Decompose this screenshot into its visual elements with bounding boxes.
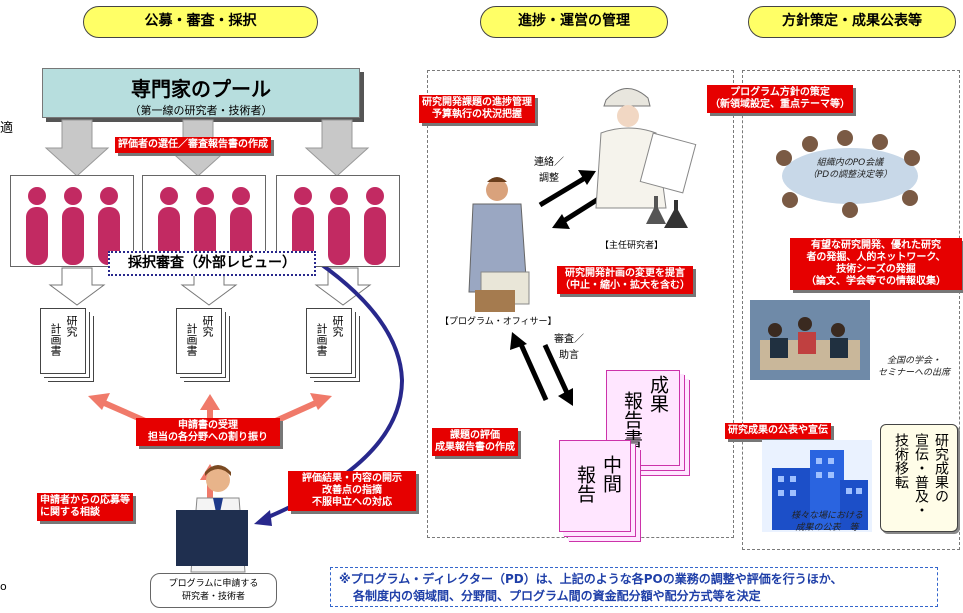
- contact-l1: 連絡／: [534, 157, 564, 168]
- consult-l1: 申請者からの応募等: [40, 495, 130, 506]
- principal-investigator-figure: [595, 88, 697, 228]
- results-label: 様々な場における 成果の公表 等: [772, 510, 882, 534]
- po-meeting-l2: （PDの調整決定等）: [807, 170, 893, 180]
- reviewers-icon-2: [158, 187, 252, 265]
- advise-l1: 審査／: [554, 334, 584, 345]
- doc-text-l1: 研究: [331, 315, 344, 337]
- footnote-l1: ※プログラム・ディレクター（PD）は、上記のような各POの業務の調整や評価を行う…: [339, 572, 843, 586]
- plan-change-label: 研究開発計画の変更を提言 （中止・縮小・拡大を含む）: [557, 266, 693, 294]
- applicant-l2: 研究者・技術者: [181, 592, 245, 602]
- doc-text-l2: 計画書: [49, 323, 62, 356]
- pool-title: 専門家のプール: [131, 77, 271, 101]
- final-report-l1: 成果: [647, 375, 669, 413]
- po-meeting-illustration: [776, 130, 920, 218]
- po-meeting-label: 組織内のPO会議 （PDの調整決定等）: [795, 157, 905, 181]
- consult-l2: に関する相談: [40, 507, 100, 518]
- expert-pool: 専門家のプール （第一線の研究者・技術者）: [42, 68, 360, 118]
- discover-l1: 有望な研究開発、優れた研究: [811, 240, 941, 251]
- doc-text-l2: 計画書: [185, 323, 198, 356]
- disclose-l1: 評価結果・内容の開示: [302, 473, 402, 484]
- header-recruitment: 公募・審査・採択: [83, 6, 318, 38]
- interim-l2: 報告: [574, 465, 596, 503]
- discover-l3: 技術シーズの発掘: [836, 264, 916, 275]
- progress-l1: 研究開発課題の進捗管理: [422, 97, 532, 108]
- doc-text-l1: 研究: [201, 315, 214, 337]
- publish-label: 研究成果の公表や宣伝: [725, 423, 831, 439]
- buildings-illustration: [762, 440, 872, 532]
- conference-photo: [750, 300, 870, 380]
- advise-label: 審査／ 助言: [554, 332, 584, 364]
- consult-label: 申請者からの応募等 に関する相談: [37, 493, 133, 521]
- conference-label: 全国の学会・ セミナーへの出席: [868, 355, 960, 379]
- disclose-l3: 不服申立への対応: [312, 497, 392, 508]
- po-meeting-l1: 組織内のPO会議: [816, 158, 884, 168]
- tech-l2: 宣伝・普及・: [913, 433, 929, 517]
- tech-transfer-scroll: 研究成果の 宣伝・普及・ 技術移転: [880, 424, 958, 532]
- results-l2: 成果の公表 等: [795, 523, 859, 533]
- progress-management-label: 研究開発課題の進捗管理 予算執行の状況把握: [419, 95, 535, 123]
- pool-arrow-1: [44, 119, 110, 177]
- left-edge-char-2: o: [0, 580, 7, 593]
- header-progress: 進捗・運営の管理: [480, 6, 668, 38]
- applicant-l1: プログラムに申請する: [168, 579, 259, 589]
- contact-l2: 調整: [539, 173, 559, 184]
- research-plan-doc-3: 研究 計画書: [306, 308, 352, 374]
- program-officer-figure: [468, 177, 530, 312]
- interim-l1: 中間: [600, 455, 622, 493]
- reviewers-icon-3: [292, 187, 386, 265]
- research-plan-doc-2: 研究 計画書: [176, 308, 222, 374]
- final-report-doc: 成果 報告書: [606, 370, 680, 466]
- tech-l3: 技術移転: [893, 433, 909, 489]
- policy-l2: （新領域設定、重点テーマ等）: [710, 99, 850, 110]
- advise-l2: 助言: [559, 350, 579, 361]
- conference-l1: 全国の学会・: [886, 356, 941, 366]
- eval-l2: 成果報告書の作成: [435, 442, 515, 453]
- evaluation-label: 課題の評価 成果報告書の作成: [432, 428, 518, 456]
- interim-report-doc: 中間 報告: [559, 440, 631, 532]
- tech-l1: 研究成果の: [933, 433, 949, 503]
- discovery-label: 有望な研究開発、優れた研究 者の発掘、人的ネットワーク、 技術シーズの発掘 （論…: [790, 238, 962, 290]
- policy-l1: プログラム方針の策定: [730, 87, 830, 98]
- change-l2: （中止・縮小・拡大を含む）: [560, 280, 690, 291]
- footnote-l2: 各制度内の領域間、分野間、プログラム間の資金配分額や配分方式等を決定: [353, 589, 761, 603]
- reviewers-icon-1: [26, 187, 120, 265]
- conference-l2: セミナーへの出席: [877, 368, 950, 378]
- external-review-label: 採択審査（外部レビュー）: [108, 251, 316, 276]
- disclose-l2: 改善点の指摘: [322, 485, 382, 496]
- discover-l4: （論文、学会等での情報収集）: [806, 276, 946, 287]
- receipt-l1: 申請書の受理: [178, 420, 238, 431]
- pd-footnote: ※プログラム・ディレクター（PD）は、上記のような各POの業務の調整や評価を行う…: [330, 567, 938, 607]
- results-l1: 様々な場における: [790, 511, 863, 521]
- doc-text-l1: 研究: [65, 315, 78, 337]
- change-l1: 研究開発計画の変更を提言: [565, 268, 685, 279]
- eval-l1: 課題の評価: [450, 430, 500, 441]
- reviewer-select-label: 評価者の選任／審査報告書の作成: [115, 137, 271, 153]
- contact-coordinate-label: 連絡／ 調整: [534, 155, 564, 187]
- research-plan-doc-1: 研究 計画書: [40, 308, 86, 374]
- receipt-label: 申請書の受理 担当の各分野への割り振り: [136, 418, 280, 446]
- pi-label: 【主任研究者】: [600, 241, 664, 251]
- pool-arrow-3: [304, 119, 370, 177]
- pool-subtitle: （第一線の研究者・技術者）: [129, 104, 273, 117]
- po-label: 【プログラム・オフィサー】: [440, 317, 557, 327]
- final-report-l2: 報告書: [621, 391, 643, 448]
- applicant-desk: [176, 510, 248, 566]
- applicant-label: プログラムに申請する 研究者・技術者: [150, 573, 277, 608]
- left-edge-char: 適: [0, 121, 14, 136]
- discover-l2: 者の発掘、人的ネットワーク、: [806, 252, 946, 263]
- policy-formulation-label: プログラム方針の策定 （新領域設定、重点テーマ等）: [707, 85, 853, 113]
- doc-arrow-1: [48, 267, 106, 306]
- black-arrows: [510, 170, 602, 406]
- progress-l2: 予算執行の状況把握: [432, 109, 522, 120]
- doc-text-l2: 計画書: [315, 323, 328, 356]
- disclose-label: 評価結果・内容の開示 改善点の指摘 不服申立への対応: [288, 471, 416, 511]
- header-policy: 方針策定・成果公表等: [748, 6, 956, 38]
- receipt-l2: 担当の各分野への割り振り: [148, 432, 268, 443]
